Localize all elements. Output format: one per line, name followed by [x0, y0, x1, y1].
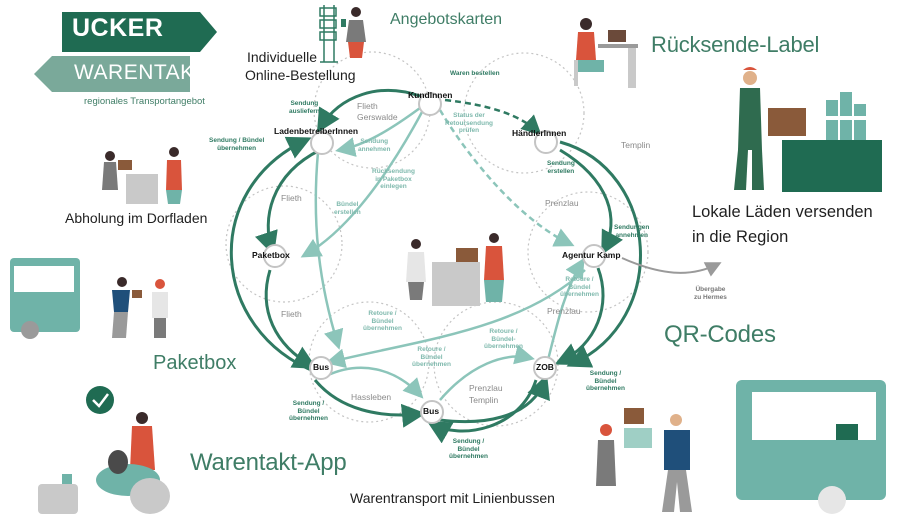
headline-ruecksende-label: Rücksende-Label [651, 32, 820, 57]
checkmark-icon [86, 386, 114, 414]
flow-status-pruefen [438, 109, 575, 247]
flow-haendler-agentur [559, 148, 624, 256]
flow-hermes [621, 257, 722, 277]
headline-qr-codes: QR-Codes [664, 321, 776, 348]
step-uebergabe-hermes: Übergabe zu Hermes [694, 286, 727, 301]
node-label-agentur: Agentur Kamp [562, 250, 621, 260]
route-label-gerswalde: Gerswalde [357, 112, 398, 122]
flow-paketbox-bus [264, 269, 318, 369]
logo-subtitle: regionales Transportangebot [84, 96, 205, 107]
node-bus-left [309, 356, 333, 380]
person-with-phone-icon [341, 7, 366, 58]
step-sendung-ausliefern: Sendung ausliefern [289, 100, 320, 115]
route-circle-hassleben [308, 301, 430, 423]
step-retoure-mid: Retoure / Bündel übernehmen [412, 346, 452, 368]
step-sendungen-annehmen: Sendungen annehmen [614, 224, 650, 239]
delivery-man-icon [734, 67, 806, 190]
flow-waren-bestellen [444, 98, 542, 136]
flow-outer-left [230, 136, 317, 374]
step-retoure-right: Retoure / Bündel übernehmen [560, 276, 600, 298]
bus-icon [10, 258, 80, 339]
node-kundinnen [418, 92, 442, 116]
headline-abholung: Abholung im Dorfladen [65, 210, 208, 226]
step-waren-bestellen: Waren bestellen [450, 70, 500, 77]
route-circle-prenzlau-right [527, 191, 649, 313]
headline-linienbusse: Warentransport mit Linienbussen [350, 490, 555, 506]
step-status-retoure: Status der Retoursendung prüfen [445, 112, 494, 134]
step-sendung-buendel-busl: Sendung / Bündel übernehmen [289, 400, 329, 422]
cat-icon [38, 412, 170, 514]
step-retoure-zob: Retoure / Bündel- übernehmen [484, 328, 524, 350]
route-label-prenzlau-top: Prenzlau [545, 198, 579, 208]
headline-paketbox: Paketbox [153, 352, 237, 374]
flow-laden-paketbox [254, 148, 321, 256]
parcel-icon [596, 408, 692, 512]
step-buendel-erstellen: Bündel erstellen [334, 201, 361, 216]
route-label-templin: Templin [621, 140, 651, 150]
flow-sendung-annehmen [335, 106, 421, 157]
flow-retoure-agentur [546, 257, 585, 361]
flow-bus-bus [313, 379, 426, 428]
bus-icon [736, 380, 886, 514]
node-label-haendler: HändlerInnen [512, 128, 567, 138]
logo-line1: UCKER [72, 14, 164, 42]
step-sendung-buendel-left: Sendung / Bündel übernehmen [209, 137, 265, 152]
route-label-templin-mid: Templin [469, 395, 499, 405]
flow-bus-zob [439, 374, 550, 424]
node-haendler [534, 130, 558, 154]
node-label-laden: LadenbetreiberInnen [274, 126, 359, 136]
node-agentur [582, 244, 606, 268]
center-scene-icon [406, 233, 504, 306]
headline-online-2: Online-Bestellung [245, 67, 356, 83]
delivery-people-icon [112, 277, 168, 338]
headline-lokale-1: Lokale Läden versenden [692, 203, 873, 221]
node-label-bus-mid: Bus [423, 406, 440, 416]
headline-warentakt-app: Warentakt-App [190, 449, 347, 476]
route-label-flieth: Flieth [357, 101, 378, 111]
step-retoure-mid-left: Retoure / Bündel übernehmen [363, 310, 403, 332]
logo-arrow-right [62, 12, 217, 52]
flow-kunden-laden [316, 88, 421, 134]
node-label-bus-left: Bus [313, 362, 330, 372]
logo-arrow-left [34, 56, 190, 92]
node-zob [533, 356, 557, 380]
step-ruecksendung: Rücksendung in Paketbox einlegen [372, 168, 415, 190]
node-laden [310, 131, 334, 155]
node-label-kundinnen: KundInnen [408, 90, 453, 100]
flow-buendel-erstellen [314, 151, 344, 350]
route-label-flieth-left: Flieth [281, 193, 302, 203]
step-sendung-buendel-zob: Sendung / Bündel übernehmen [586, 370, 626, 392]
headline-online-1: Individuelle [247, 49, 318, 65]
shop-scene-icon [102, 147, 182, 204]
node-label-zob: ZOB [536, 362, 554, 372]
route-label-hassleben: Hassleben [351, 392, 392, 402]
clothes-rack-icon [319, 5, 338, 63]
step-sendung-annehmen: Sendung annehmen [358, 138, 391, 153]
node-paketbox [263, 244, 287, 268]
desk-worker-icon [574, 18, 638, 88]
route-circle-templin-top [463, 52, 585, 174]
flow-retoure-zob [439, 344, 535, 401]
route-label-prenzlau-right: Prenzlau [547, 306, 581, 316]
flow-retoure-mid [325, 366, 424, 399]
node-label-paketbox: Paketbox [252, 250, 290, 260]
flow-retoure-left [325, 269, 586, 369]
headline-lokale-2: in die Region [692, 228, 789, 246]
headline-angebotskarten: Angebotskarten [390, 11, 503, 28]
step-sendung-erstellen: Sendung erstellen [547, 160, 575, 175]
nodes [263, 92, 606, 424]
primary-flows [230, 88, 642, 444]
flow-outer-right [559, 140, 642, 368]
step-sendung-buendel-bus: Sendung / Bündel übernehmen [449, 438, 489, 460]
logo-line2: WARENTAKT [74, 61, 208, 84]
route-label-flieth-bottom: Flieth [281, 309, 302, 319]
node-bus-mid [420, 400, 444, 424]
secondary-flows [300, 106, 586, 401]
route-circle-flieth-left [225, 185, 343, 303]
route-label-prenzlau-mid: Prenzlau [469, 383, 503, 393]
flow-zob-bus [426, 379, 538, 444]
shop-counter-icon [782, 92, 882, 192]
